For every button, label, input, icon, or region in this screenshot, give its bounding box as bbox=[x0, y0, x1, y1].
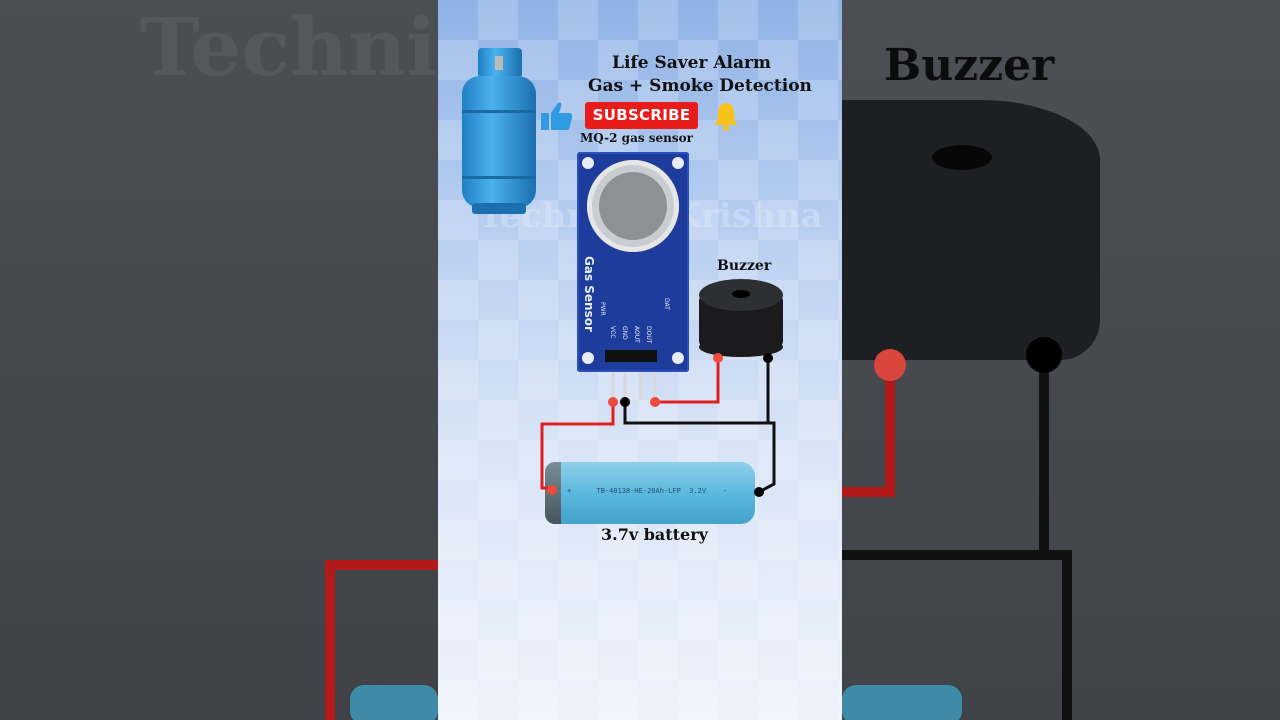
battery-print: + TB-40138-HE-20Ah-LFP 3.2V - bbox=[567, 487, 728, 495]
gas-cylinder-icon bbox=[462, 48, 536, 214]
thumbs-up-icon[interactable] bbox=[541, 101, 573, 131]
mq2-gas-sensor-module: Gas Sensor PWR DAT VCC GND AOUT DOUT bbox=[577, 152, 689, 372]
sensor-label: MQ-2 gas sensor bbox=[580, 131, 693, 145]
led-label-dat: DAT bbox=[663, 298, 670, 310]
buzzer-label-blurred: Buzzer bbox=[884, 40, 1055, 91]
wire-dout-buzzer bbox=[655, 358, 720, 404]
pin-label-gnd: GND bbox=[621, 326, 628, 340]
battery-label: 3.7v battery bbox=[601, 525, 708, 544]
led-label-pwr: PWR bbox=[599, 302, 606, 316]
pin-label-aout: AOUT bbox=[633, 326, 640, 343]
pin-label-vcc: VCC bbox=[609, 326, 616, 339]
buzzer-component bbox=[699, 279, 783, 357]
title-line-2: Gas + Smoke Detection bbox=[588, 76, 812, 96]
wiring bbox=[540, 353, 776, 497]
bell-icon[interactable] bbox=[712, 101, 740, 131]
buzzer-label: Buzzer bbox=[717, 258, 772, 274]
blurred-background-left: Technical Krishna bbox=[0, 0, 438, 720]
wire-vcc-positive bbox=[540, 402, 615, 490]
blurred-wires-left bbox=[325, 560, 438, 720]
subscribe-button[interactable]: SUBSCRIBE bbox=[585, 102, 698, 129]
video-frame: Technical Krishna Life Saver Alarm Gas +… bbox=[438, 0, 842, 720]
pin-label-dout: DOUT bbox=[645, 326, 652, 344]
battery-18650: + TB-40138-HE-20Ah-LFP 3.2V - bbox=[545, 462, 755, 524]
title-line-1: Life Saver Alarm bbox=[612, 53, 771, 73]
blurred-wires-right bbox=[842, 337, 1072, 720]
blurred-background-right: Buzzer bbox=[842, 0, 1280, 720]
buzzer-image-blurred bbox=[842, 100, 1100, 360]
board-name: Gas Sensor bbox=[582, 256, 596, 332]
gas-sensor-element bbox=[587, 160, 679, 252]
watermark-blurred: Technical Krishna bbox=[140, 0, 438, 94]
wire-gnd bbox=[623, 402, 776, 494]
